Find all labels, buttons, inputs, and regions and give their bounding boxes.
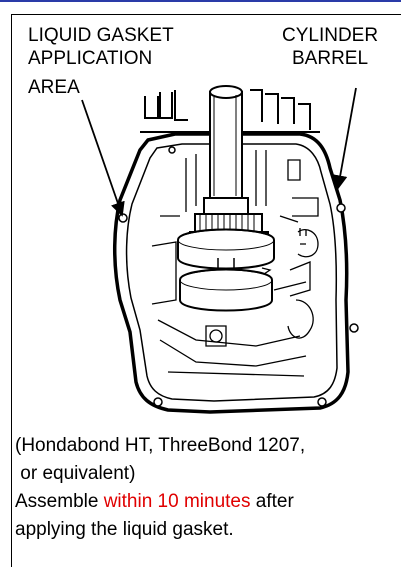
note-highlight-time: within 10 minutes: [103, 491, 251, 512]
crankcase-illustration: [81, 85, 359, 414]
cylinder-barrel-label-line1: CYLINDER: [282, 25, 379, 46]
liquid-gasket-leader-arrow: [81, 99, 125, 217]
gear-teeth: [199, 214, 255, 232]
leader-lines: [81, 87, 357, 217]
note-assemble-after: after: [250, 491, 294, 512]
note-line2: or equivalent): [15, 463, 136, 484]
crankcase-flange: [112, 132, 350, 414]
crankcase-interior: [151, 150, 319, 377]
cylinder-barrel-label-line2: BARREL: [292, 48, 369, 69]
top-rule: [0, 0, 401, 2]
note-assemble-text: Assemble: [15, 491, 104, 512]
counterweights: [177, 228, 275, 312]
figure-frame: [11, 14, 401, 567]
note-line4: applying the liquid gasket.: [15, 519, 234, 540]
note-line1: (Hondabond HT, ThreeBond 1207,: [15, 435, 306, 456]
note-line3: Assemble within 10 minutes after: [15, 488, 399, 516]
assembly-note: (Hondabond HT, ThreeBond 1207, or equiva…: [15, 432, 399, 544]
cylinder-barrel-label: CYLINDER BARREL: [282, 24, 378, 70]
liquid-gasket-label-line1: LIQUID GASKET: [28, 25, 174, 46]
cylinder-barrel-leader-arrow: [333, 87, 357, 190]
liquid-gasket-label-line3: AREA: [28, 77, 80, 98]
liquid-gasket-label: LIQUID GASKET APPLICATION AREA: [28, 24, 174, 99]
liquid-gasket-label-line2: APPLICATION: [28, 48, 153, 69]
